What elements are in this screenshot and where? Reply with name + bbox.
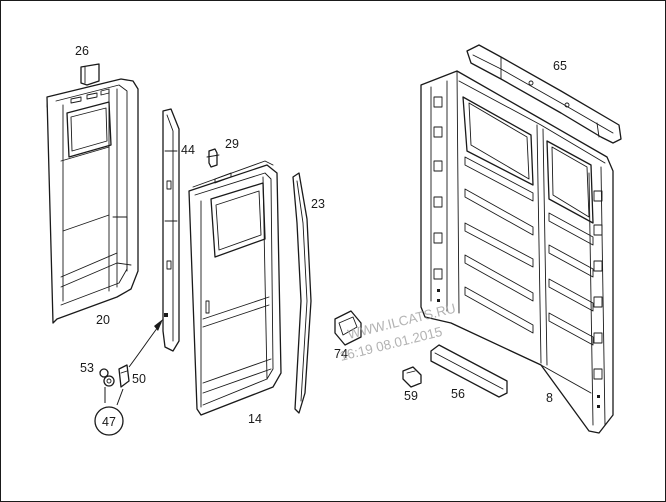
callout-59: 59 — [404, 389, 418, 403]
callout-74: 74 — [334, 347, 348, 361]
part-8-rear-frame[interactable] — [420, 70, 614, 434]
leader-50-to-44 — [128, 322, 162, 368]
callout-8: 8 — [546, 391, 553, 405]
callout-44: 44 — [181, 143, 195, 157]
part-26-bracket[interactable] — [80, 63, 100, 86]
callout-47: 47 — [102, 415, 116, 429]
part-14-door-panel[interactable] — [188, 160, 282, 416]
part-44-pillar[interactable] — [162, 108, 180, 352]
leader-47 — [104, 387, 124, 406]
callout-20: 20 — [96, 313, 110, 327]
part-20-side-panel[interactable] — [46, 78, 139, 324]
part-50-bracket[interactable] — [118, 364, 130, 388]
callout-14: 14 — [248, 412, 262, 426]
callout-26: 26 — [75, 44, 89, 58]
part-23-strip[interactable] — [292, 172, 312, 414]
callout-23: 23 — [311, 197, 325, 211]
leader-arrowhead — [154, 319, 163, 331]
callout-53: 53 — [80, 361, 94, 375]
part-56-sill-beam[interactable] — [430, 344, 508, 398]
part-53-nut[interactable] — [99, 368, 115, 387]
part-29-clip[interactable] — [206, 148, 220, 168]
callout-65: 65 — [553, 59, 567, 73]
part-59-block[interactable] — [402, 366, 422, 388]
callout-47-circle — [94, 406, 124, 436]
part-74-bracket[interactable] — [334, 310, 362, 346]
part-65-roof-rail[interactable] — [466, 44, 622, 144]
callout-50: 50 — [132, 372, 146, 386]
callout-56: 56 — [451, 387, 465, 401]
callout-29: 29 — [225, 137, 239, 151]
